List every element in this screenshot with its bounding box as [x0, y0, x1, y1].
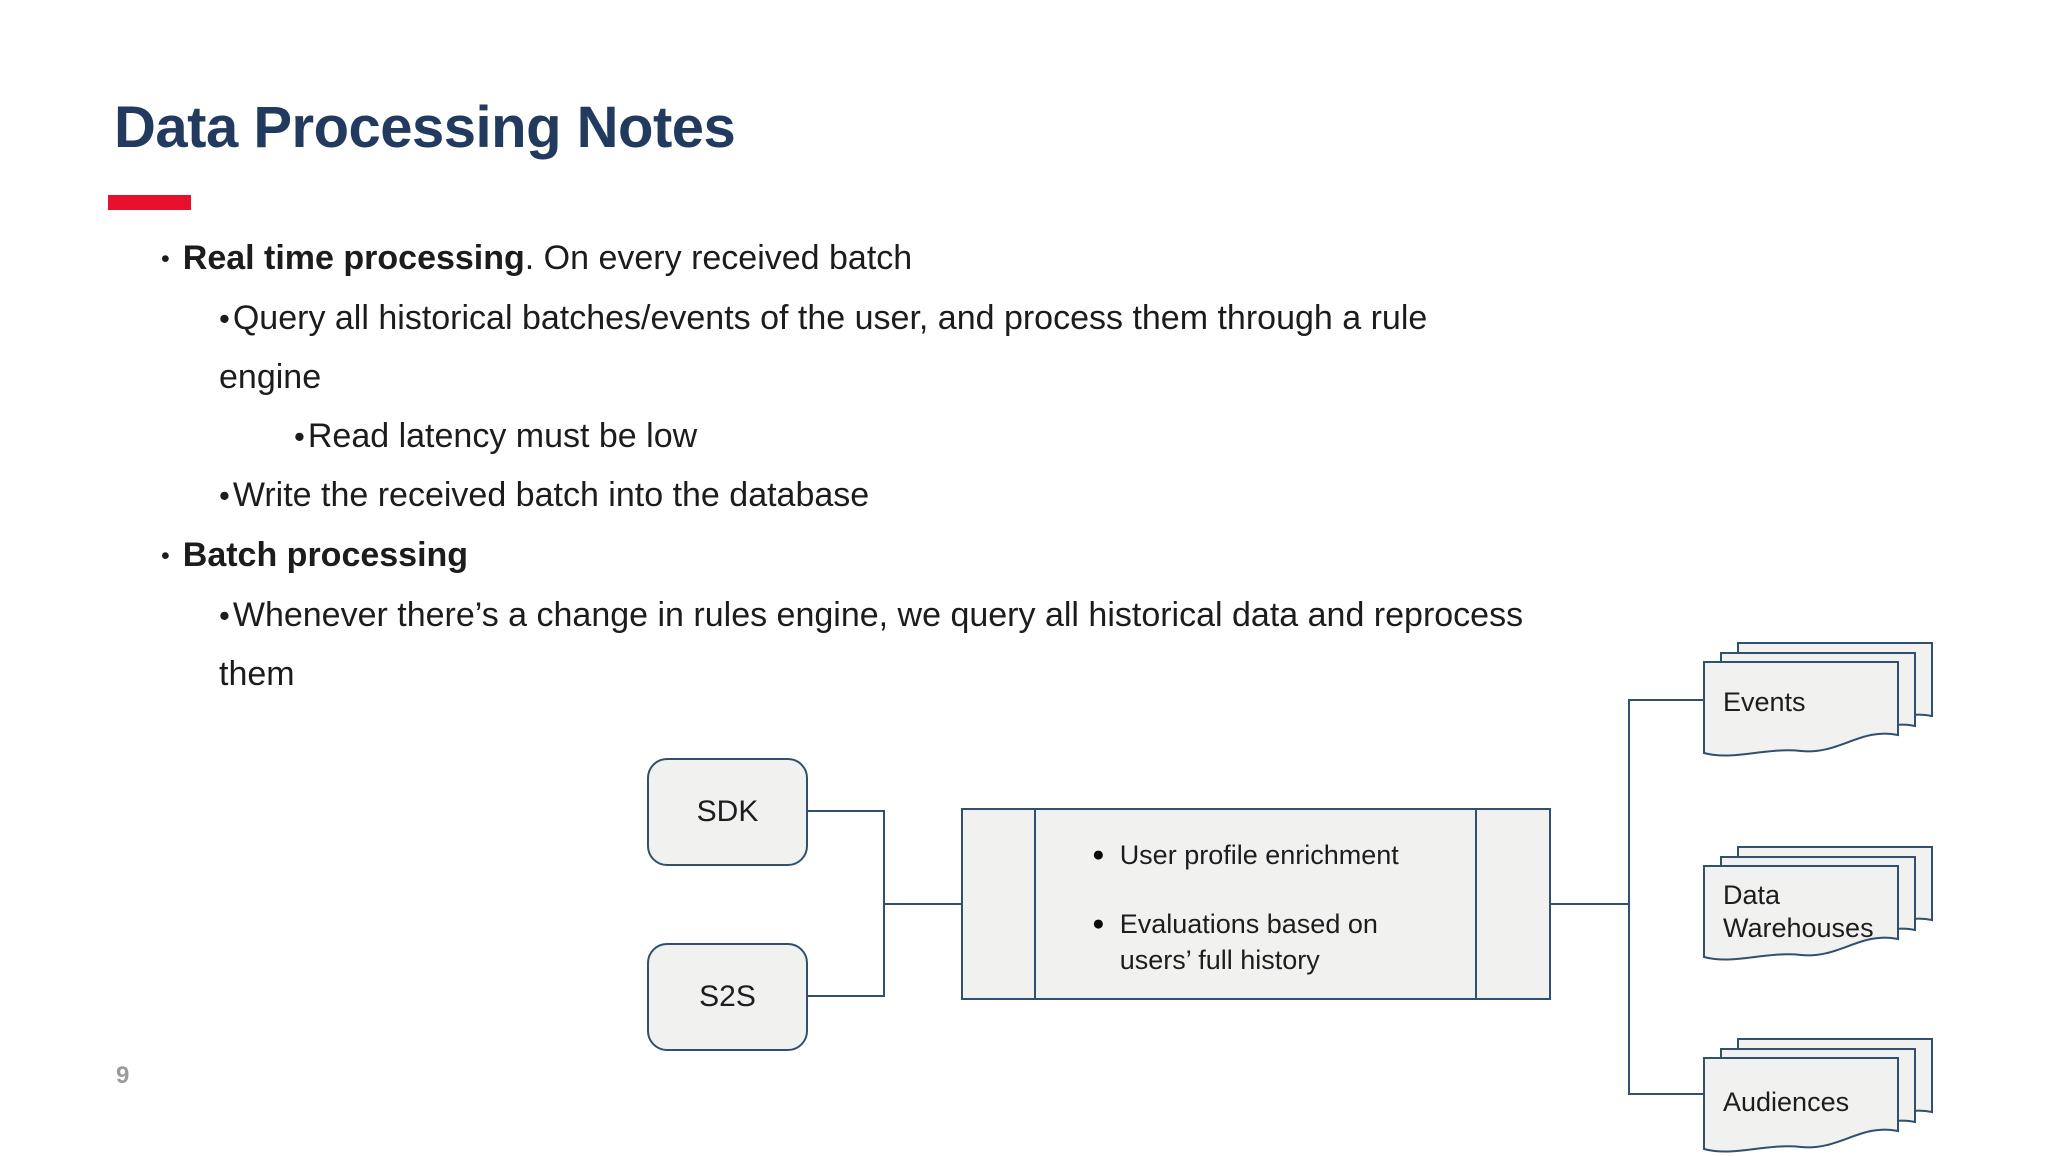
- bullet-glyph: •: [219, 597, 230, 633]
- bullet-glyph: •: [161, 541, 170, 570]
- process-right-band: [1475, 810, 1549, 998]
- page-number: 9: [116, 1062, 130, 1089]
- multi-document-icon: [1703, 846, 1933, 961]
- connector-sdk-out: [808, 810, 885, 812]
- bullet-write: •Write the received batch into the datab…: [161, 466, 1921, 526]
- bullet-glyph: •: [294, 418, 305, 454]
- bullet-text: Whenever there’s a change in rules engin…: [232, 595, 1524, 634]
- slide-title: Data Processing Notes: [114, 95, 736, 160]
- bullet-glyph: •: [219, 300, 230, 336]
- bullet-rest-text: . On every received batch: [524, 239, 913, 277]
- bullet-dot-icon: ●: [1092, 912, 1105, 935]
- bullet-text: Write the received batch into the databa…: [232, 476, 870, 515]
- bullet-bold-text: Real time processing: [182, 239, 525, 277]
- connector-spine-vertical: [1628, 699, 1630, 1095]
- connector-s2s-out: [808, 995, 885, 997]
- s2s-node: S2S: [647, 943, 808, 1051]
- process-item-text: User profile enrichment: [1119, 840, 1399, 870]
- bullet-query-line1: •Query all historical batches/events of …: [161, 289, 1921, 349]
- events-doc-stack: Events: [1703, 642, 1935, 760]
- process-content: ● User profile enrichment ● Evaluations …: [1036, 810, 1475, 998]
- accent-bar: [108, 195, 191, 210]
- sdk-node: SDK: [647, 758, 808, 866]
- bullet-query-line2: engine: [161, 348, 1921, 407]
- audiences-label: Audiences: [1723, 1087, 1850, 1117]
- bullet-text: them: [219, 655, 295, 694]
- data-warehouses-label: Data Warehouses: [1723, 880, 1874, 943]
- data-warehouses-doc-stack: Data Warehouses: [1703, 846, 1935, 964]
- bullet-text: engine: [219, 358, 322, 397]
- bullet-realtime: • Real time processing. On every received…: [161, 229, 1921, 289]
- multi-document-icon: [1703, 642, 1933, 757]
- audiences-doc-stack: Audiences: [1703, 1038, 1935, 1156]
- bullet-list: • Real time processing. On every received…: [161, 229, 1921, 704]
- bullet-text: Read latency must be low: [307, 416, 698, 455]
- connector-audiences-branch: [1628, 1093, 1704, 1095]
- process-node: ● User profile enrichment ● Evaluations …: [961, 808, 1551, 1000]
- connector-out-of-process: [1551, 903, 1629, 905]
- events-label: Events: [1723, 687, 1806, 717]
- bullet-glyph: •: [219, 478, 230, 514]
- process-left-band: [963, 810, 1036, 998]
- bullet-latency: •Read latency must be low: [161, 407, 1921, 467]
- bullet-text: Query all historical batches/events of t…: [232, 298, 1428, 337]
- bullet-dot-icon: ●: [1092, 843, 1105, 866]
- process-item-enrichment: ● User profile enrichment: [1092, 837, 1399, 873]
- bullet-glyph: •: [161, 245, 170, 273]
- bullet-bold-text: Batch processing: [182, 535, 469, 574]
- connector-into-process: [883, 903, 961, 905]
- connector-events-branch: [1628, 699, 1704, 701]
- bullet-whenever-line2: them: [161, 645, 1921, 704]
- bullet-whenever-line1: •Whenever there’s a change in rules engi…: [161, 586, 1921, 646]
- multi-document-icon: [1703, 1038, 1933, 1153]
- sdk-label: SDK: [696, 795, 759, 828]
- bullet-batch: • Batch processing: [161, 526, 1921, 586]
- s2s-label: S2S: [699, 980, 756, 1013]
